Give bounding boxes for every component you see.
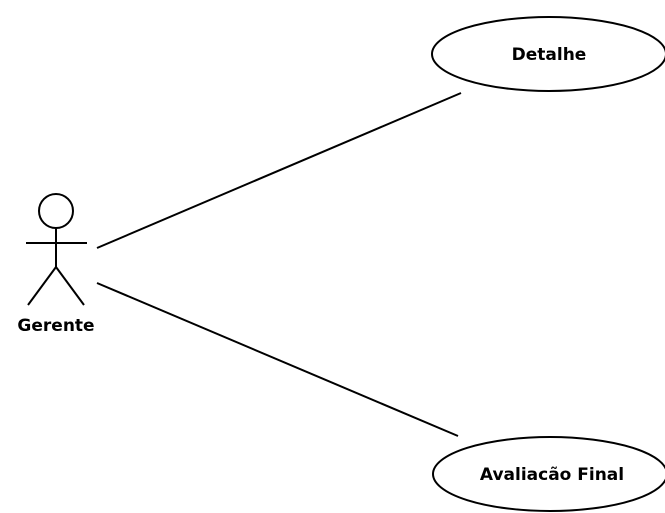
- use-case-ellipse: [432, 436, 665, 512]
- association-line-avaliacao-final: [96, 282, 459, 437]
- use-case-ellipse: [431, 16, 665, 92]
- actor-gerente[interactable]: Gerente: [17, 193, 95, 336]
- actor-label: Gerente: [17, 316, 94, 336]
- use-case-label: Avaliacão Final: [480, 465, 624, 485]
- association-line-detalhe: [96, 92, 462, 249]
- stick-figure-icon: [26, 193, 87, 306]
- use-case-avaliacao-final[interactable]: Avaliacão Final: [432, 436, 665, 512]
- use-case-detalhe[interactable]: Detalhe: [431, 16, 665, 92]
- use-case-label: Detalhe: [512, 45, 587, 65]
